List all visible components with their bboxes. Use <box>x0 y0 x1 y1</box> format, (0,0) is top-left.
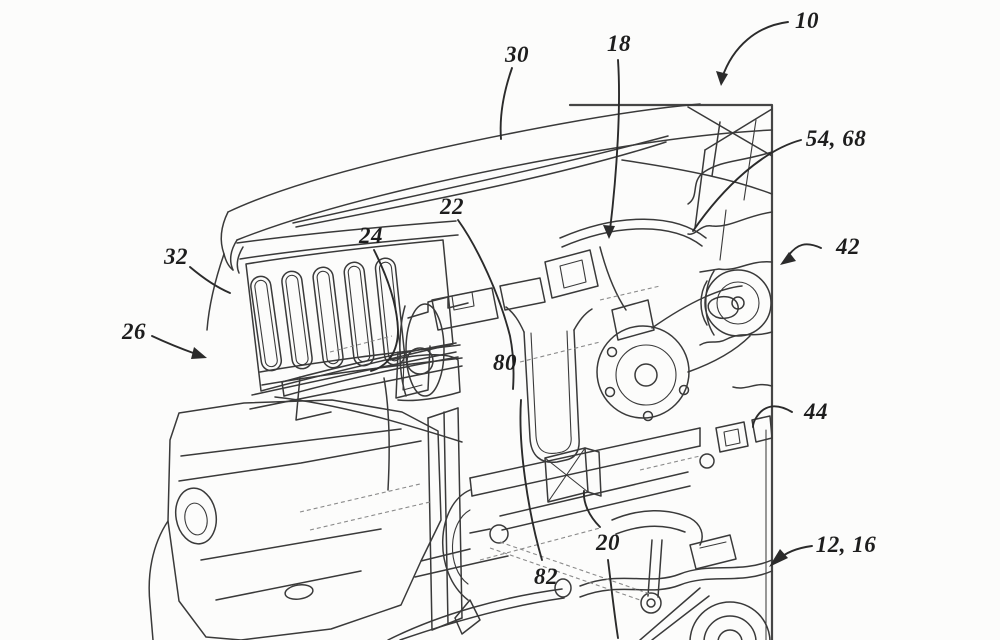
leader-26 <box>151 335 197 355</box>
leader-22 <box>457 219 515 390</box>
ref-label-12-16: 12, 16 <box>815 532 877 557</box>
ref-label-26: 26 <box>122 319 146 344</box>
engine-bay-structure <box>281 277 546 421</box>
ref-label-44: 44 <box>804 399 828 424</box>
cooling-module <box>427 407 481 635</box>
leader-24 <box>370 249 399 372</box>
leader-30 <box>499 67 513 140</box>
air-duct <box>505 306 593 464</box>
leader-20-upper <box>582 490 601 528</box>
figure-frame <box>568 103 774 640</box>
leader-32 <box>189 266 231 294</box>
ref-label-54-68: 54, 68 <box>805 126 867 151</box>
arrowhead-42 <box>780 252 796 265</box>
ref-label-82: 82 <box>534 564 558 589</box>
front-bumper <box>148 344 565 640</box>
leader-arrowheads <box>191 71 796 567</box>
ref-label-32: 32 <box>164 244 188 269</box>
ref-label-18: 18 <box>607 31 631 56</box>
hidden-line-hatching <box>299 285 701 601</box>
leader-18 <box>609 59 620 231</box>
ref-label-10: 10 <box>795 8 819 33</box>
ref-label-42: 42 <box>836 234 860 259</box>
leader-44 <box>752 405 793 428</box>
engine-assembly <box>544 218 772 422</box>
ref-label-24: 24 <box>359 223 383 248</box>
body-side-panel <box>687 119 773 389</box>
ref-label-20: 20 <box>596 530 620 555</box>
arrowhead-26 <box>191 347 207 359</box>
leader-42 <box>787 243 822 257</box>
arrowhead-10 <box>716 71 728 86</box>
leader-82 <box>519 399 543 561</box>
arrowhead-18 <box>603 225 615 239</box>
suspension-assembly <box>579 510 773 640</box>
leader-lines <box>151 21 822 639</box>
ref-label-22: 22 <box>440 194 464 219</box>
leader-54-68 <box>692 139 802 232</box>
frame-crossmember <box>469 415 773 598</box>
ref-label-80: 80 <box>493 350 517 375</box>
leader-20-lower <box>607 559 619 639</box>
arrowhead-12-16 <box>769 549 788 567</box>
ref-label-30: 30 <box>505 42 529 67</box>
leader-10 <box>721 21 789 79</box>
vehicle-hood <box>206 103 773 331</box>
